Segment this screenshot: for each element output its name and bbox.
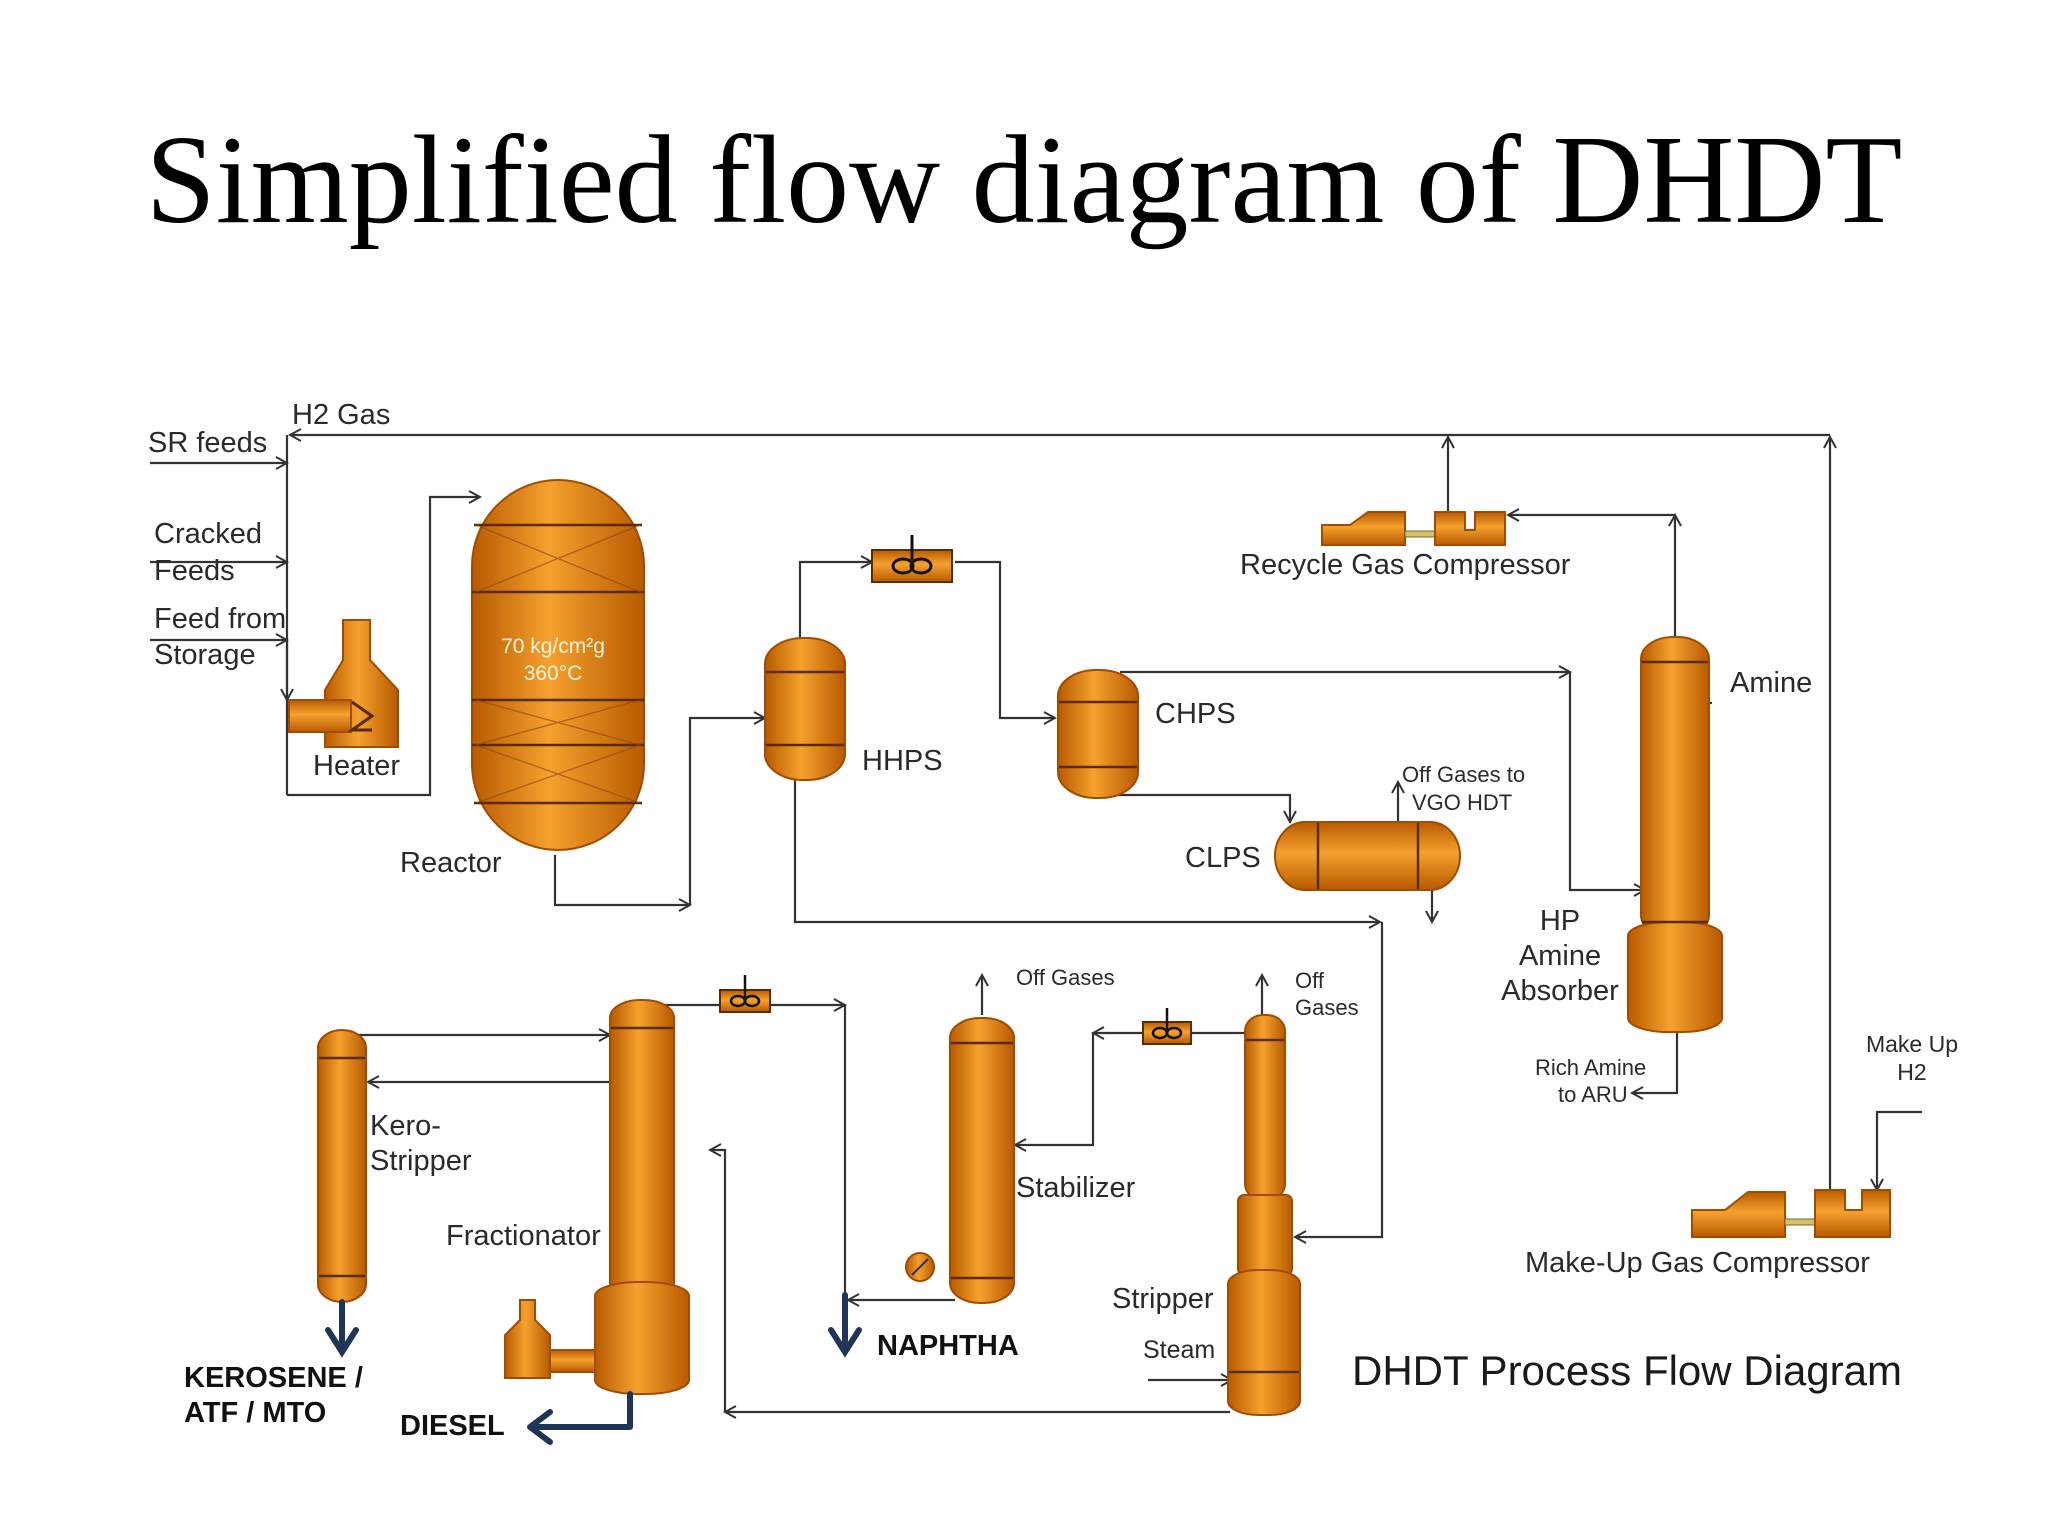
reactor-outlet	[553, 855, 690, 905]
process-lines	[150, 435, 1922, 1412]
fractionator-column	[594, 999, 690, 1395]
label-rich-amine-1: Rich Amine	[1535, 1055, 1646, 1080]
heater-outlet	[287, 497, 480, 797]
label-off-gases-stripper-1: Off	[1295, 968, 1325, 993]
fractionator-heater	[504, 1299, 596, 1379]
stabilizer-reboiler-icon	[905, 1252, 935, 1282]
label-feed-storage-1: Feed from	[154, 603, 286, 635]
diagram-labels: H2 Gas SR feeds Cracked Feeds Feed from …	[148, 399, 1958, 1442]
label-stripper: Stripper	[1112, 1283, 1214, 1315]
label-reactor-pressure: 70 kg/cm²g	[501, 635, 605, 658]
reactor	[471, 479, 645, 851]
label-naphtha: NAPHTHA	[877, 1330, 1019, 1362]
label-reactor: Reactor	[400, 847, 502, 879]
stripper-cooler-icon	[1142, 1008, 1192, 1045]
kerosene-arrow	[325, 1299, 359, 1358]
label-steam: Steam	[1143, 1336, 1215, 1364]
label-make-up-gas-compressor: Make-Up Gas Compressor	[1525, 1247, 1870, 1279]
fractionator-cooler-icon	[719, 975, 771, 1013]
label-kero-stripper-2: Stripper	[370, 1145, 472, 1177]
label-hhps: HHPS	[862, 745, 943, 777]
label-off-gases-vgo-1: Off Gases to	[1402, 762, 1525, 787]
chps-vessel	[1057, 669, 1139, 799]
label-fractionator: Fractionator	[446, 1220, 601, 1252]
label-kerosene-1: KEROSENE /	[184, 1362, 363, 1394]
cooler-icon	[871, 535, 953, 583]
cooler-to-chps	[955, 560, 1055, 718]
label-heater: Heater	[313, 750, 400, 782]
label-hp-amine-3: Absorber	[1501, 975, 1619, 1007]
label-diesel: DIESEL	[400, 1410, 505, 1442]
naphtha-arrow	[828, 1292, 862, 1358]
label-hp-amine-2: Amine	[1519, 940, 1601, 972]
label-feed-storage-2: Storage	[154, 639, 256, 671]
label-reactor-temp: 360°C	[524, 662, 583, 685]
hhps-vapour	[798, 562, 872, 640]
rich-amine-out	[1632, 1030, 1679, 1093]
label-cracked-feeds-2: Feeds	[154, 555, 235, 587]
label-hp-amine-1: HP	[1540, 905, 1580, 937]
label-kerosene-2: ATF / MTO	[184, 1397, 326, 1429]
reactor-to-hhps	[688, 718, 765, 905]
heater	[288, 619, 399, 748]
label-stabilizer: Stabilizer	[1016, 1172, 1136, 1204]
kero-stripper	[317, 1029, 367, 1303]
label-chps: CHPS	[1155, 698, 1236, 730]
chps-to-clps	[1100, 793, 1290, 822]
hhps-liquid	[793, 780, 1380, 922]
make-up-gas-compressor	[1691, 1189, 1891, 1238]
diesel-arrow	[527, 1391, 633, 1445]
stripper-to-stabilizer	[1015, 1033, 1095, 1145]
label-make-up-h2-2: H2	[1897, 1059, 1926, 1085]
label-recycle-gas-compressor: Recycle Gas Compressor	[1240, 549, 1571, 581]
recycle-gas-compressor	[1321, 511, 1506, 546]
label-off-gases-vgo-2: VGO HDT	[1412, 790, 1512, 815]
label-make-up-h2-1: Make Up	[1866, 1031, 1958, 1057]
makeup-h2-in	[1877, 1110, 1922, 1190]
label-kero-stripper-1: Kero-	[370, 1110, 441, 1142]
slide-title: Simplified flow diagram of DHDT	[145, 111, 1903, 250]
label-h2-gas: H2 Gas	[292, 399, 390, 431]
to-fractionator	[710, 1150, 727, 1412]
label-diagram-caption: DHDT Process Flow Diagram	[1352, 1347, 1902, 1394]
stripper-column	[1227, 1014, 1301, 1416]
chps-gas-down	[1568, 672, 1645, 890]
hp-amine-absorber	[1627, 636, 1723, 1033]
label-amine: Amine	[1730, 667, 1812, 699]
clps-vessel	[1274, 821, 1461, 891]
label-rich-amine-2: to ARU	[1558, 1082, 1628, 1107]
label-cracked-feeds-1: Cracked	[154, 518, 262, 550]
label-off-gases-stabilizer: Off Gases	[1016, 965, 1115, 990]
stabilizer-column	[949, 1017, 1015, 1304]
label-sr-feeds: SR feeds	[148, 427, 267, 459]
liquid-to-stripper	[1295, 922, 1384, 1237]
hhps-vessel	[764, 637, 846, 781]
label-clps: CLPS	[1185, 842, 1261, 874]
label-off-gases-stripper-2: Gases	[1295, 995, 1359, 1020]
